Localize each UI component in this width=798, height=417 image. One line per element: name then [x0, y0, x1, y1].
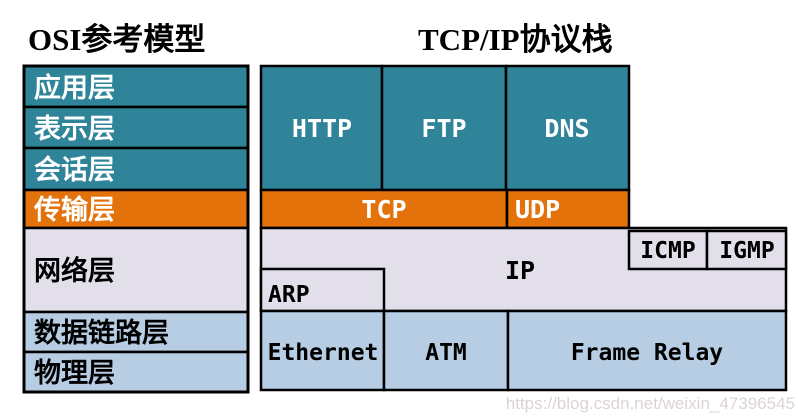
ftp-label: FTP: [421, 114, 466, 143]
ftp-box: [380, 64, 508, 192]
http-label: HTTP: [292, 114, 352, 143]
frame-relay-box: [506, 309, 788, 392]
igmp-box: [705, 229, 788, 271]
csdn-watermark: https://blog.csdn.net/weixin_47396545: [506, 394, 795, 413]
arp-label: ARP: [268, 282, 310, 308]
arp-box: [259, 267, 386, 313]
igmp-label: IGMP: [719, 238, 774, 264]
osi-title: OSI参考模型: [28, 22, 205, 57]
osi-layer-physical-label: 物理层: [34, 358, 115, 388]
frame-relay-label: Frame Relay: [571, 340, 723, 366]
osi-layer-presentation-label: 表示层: [34, 114, 115, 144]
osi-layer-session-label: 会话层: [34, 155, 115, 185]
ethernet-box: [259, 309, 386, 392]
udp-box: [505, 188, 631, 230]
http-box: [259, 64, 384, 192]
osi-layer-transport-label: 传输层: [33, 194, 115, 225]
ethernet-label: Ethernet: [268, 340, 379, 366]
ip-label: IP: [505, 256, 535, 285]
tcpip-title: TCP/IP协议栈: [418, 22, 613, 57]
tcp-label: TCP: [361, 195, 406, 224]
osi-layer-network-label: 网络层: [34, 255, 115, 286]
atm-label: ATM: [425, 340, 467, 366]
atm-box: [382, 309, 510, 392]
osi-layer-datalink-label: 数据链路层: [34, 317, 169, 348]
osi-layer-application-label: 应用层: [34, 72, 115, 103]
icmp-label: ICMP: [640, 238, 695, 264]
dns-label: DNS: [544, 114, 589, 143]
udp-label: UDP: [515, 195, 560, 224]
tcp-box: [259, 188, 509, 230]
osi-outer-border: [22, 64, 250, 394]
